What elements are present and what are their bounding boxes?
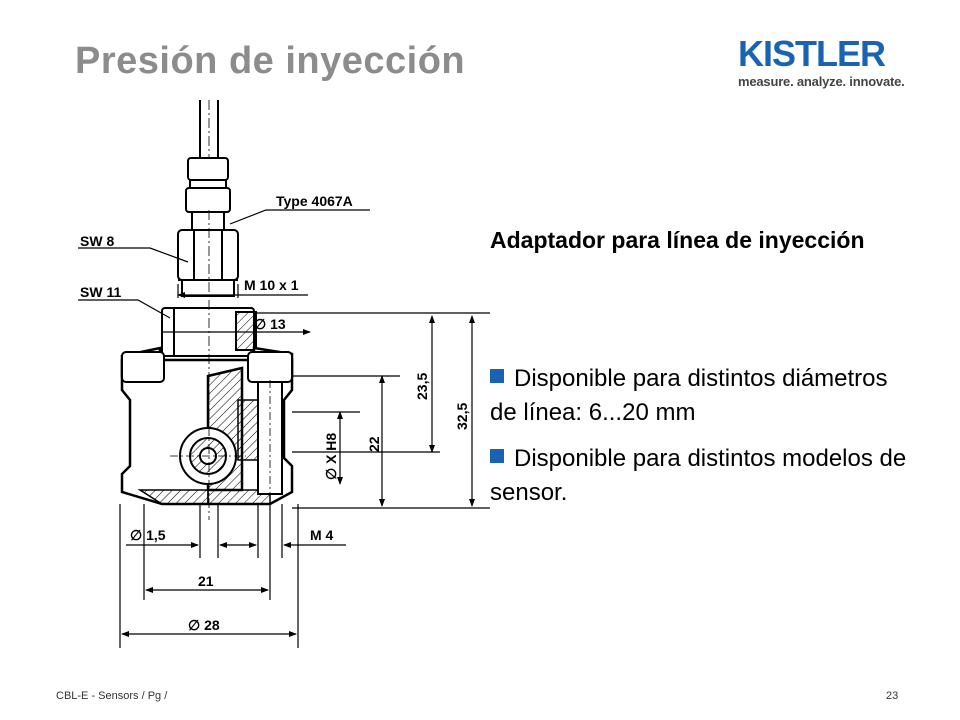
dim-verticals (292, 315, 490, 509)
logo-tagline: measure. analyze. innovate. (738, 74, 905, 89)
connector (185, 157, 231, 231)
bullet-item: Disponible para distintos diámetros de l… (490, 362, 910, 430)
label-thread: M 10 x 1 (244, 277, 299, 293)
page-number: 23 (886, 690, 899, 702)
label-sw11: SW 11 (80, 284, 121, 300)
cable (199, 100, 219, 160)
dim-d13 (162, 312, 490, 335)
label-sw8: SW 8 (80, 233, 114, 249)
label-type: Type 4067A (276, 193, 353, 209)
kistler-logo: KISTLER measure. analyze. innovate. (738, 33, 913, 90)
bullet-list: Disponible para distintos diámetros de l… (490, 362, 910, 522)
bullet-text: Disponible para distintos diámetros de l… (490, 365, 888, 426)
slide-subtitle: Adaptador para línea de inyección (490, 227, 865, 253)
label-d13: ∅ 13 (254, 316, 286, 332)
label-dxh8: ∅ X H8 (323, 433, 339, 480)
dim-bottom (119, 504, 346, 648)
label-m4: M 4 (310, 527, 334, 543)
leaders (78, 209, 370, 319)
label-d22: 22 (366, 436, 382, 452)
bullet-item: Disponible para distintos modelos de sen… (490, 442, 910, 510)
logo-wordmark: KISTLER (738, 33, 886, 74)
technical-drawing: Type 4067A SW 8 SW 11 M 10 x 1 ∅ 13 ∅ 1,… (78, 100, 490, 648)
injection-bore (170, 427, 246, 485)
footer-text: CBL-E - Sensors / Pg / (56, 690, 168, 702)
bullet-text: Disponible para distintos modelos de sen… (490, 445, 907, 506)
square-bullet-icon (490, 369, 504, 383)
label-d15: ∅ 1,5 (130, 527, 166, 543)
dim-m10 (177, 284, 308, 298)
hex-sw8 (177, 229, 239, 297)
slide-title: Presión de inyección (75, 40, 466, 82)
label-d235: 23,5 (414, 373, 430, 400)
label-d21: 21 (198, 573, 214, 589)
label-d325: 32,5 (454, 403, 470, 430)
square-bullet-icon (490, 449, 504, 463)
label-d28: ∅ 28 (188, 617, 220, 633)
bolt-m4 (247, 351, 293, 500)
bolt-left (121, 351, 165, 383)
